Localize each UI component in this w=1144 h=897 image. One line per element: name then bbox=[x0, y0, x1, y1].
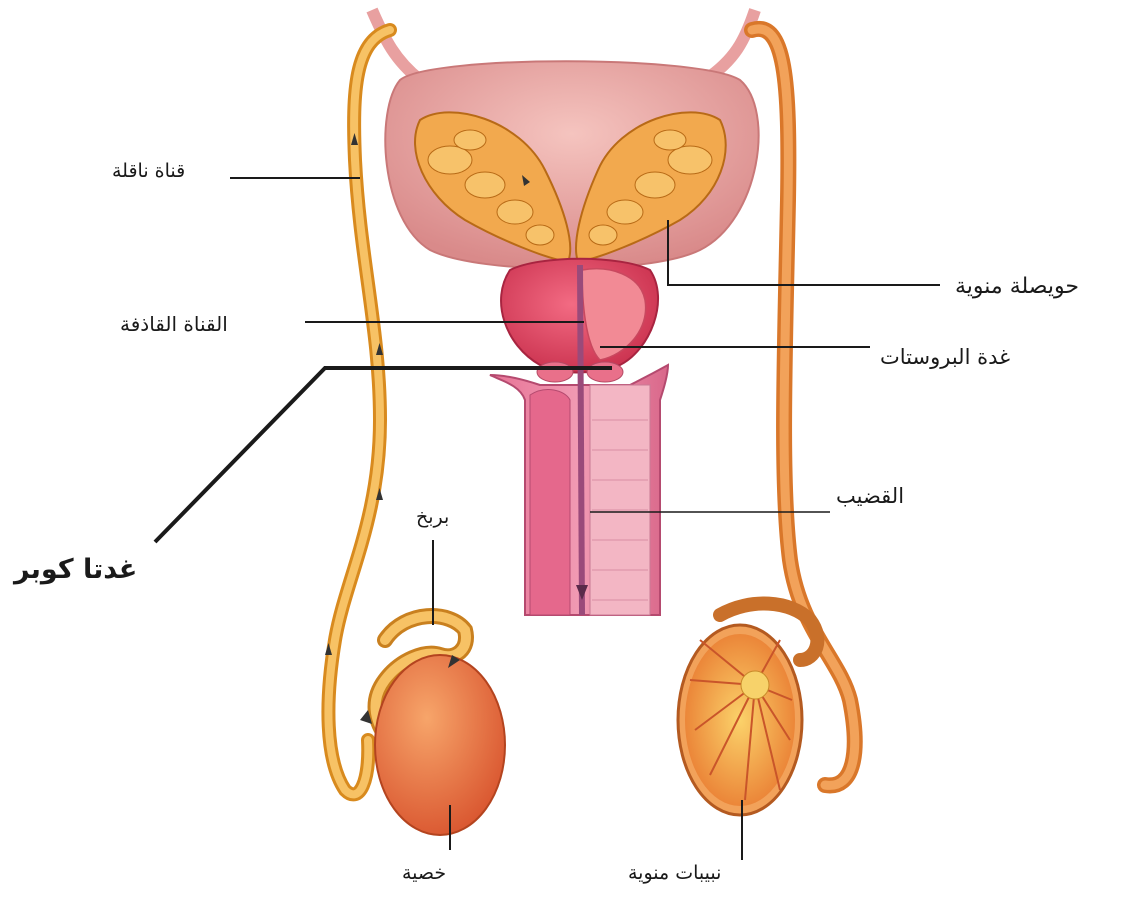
label-ejaculatory-duct: القناة القاذفة bbox=[120, 312, 228, 336]
label-vas-deferens: قناة ناقلة bbox=[112, 160, 185, 182]
label-seminiferous-tubules: نبيبات منوية bbox=[628, 862, 721, 884]
label-seminal-vesicle: حويصلة منوية bbox=[955, 274, 1079, 299]
testis-right bbox=[678, 604, 817, 815]
label-testis: خصية bbox=[402, 862, 446, 884]
urethra bbox=[580, 265, 582, 615]
testis-left bbox=[360, 616, 505, 835]
label-prostate: غدة البروستات bbox=[880, 345, 1010, 369]
label-penis: القضيب bbox=[836, 484, 904, 508]
label-epididymis: بربخ bbox=[416, 506, 449, 528]
label-cowper-glands: غدتا كوبر bbox=[14, 554, 137, 585]
